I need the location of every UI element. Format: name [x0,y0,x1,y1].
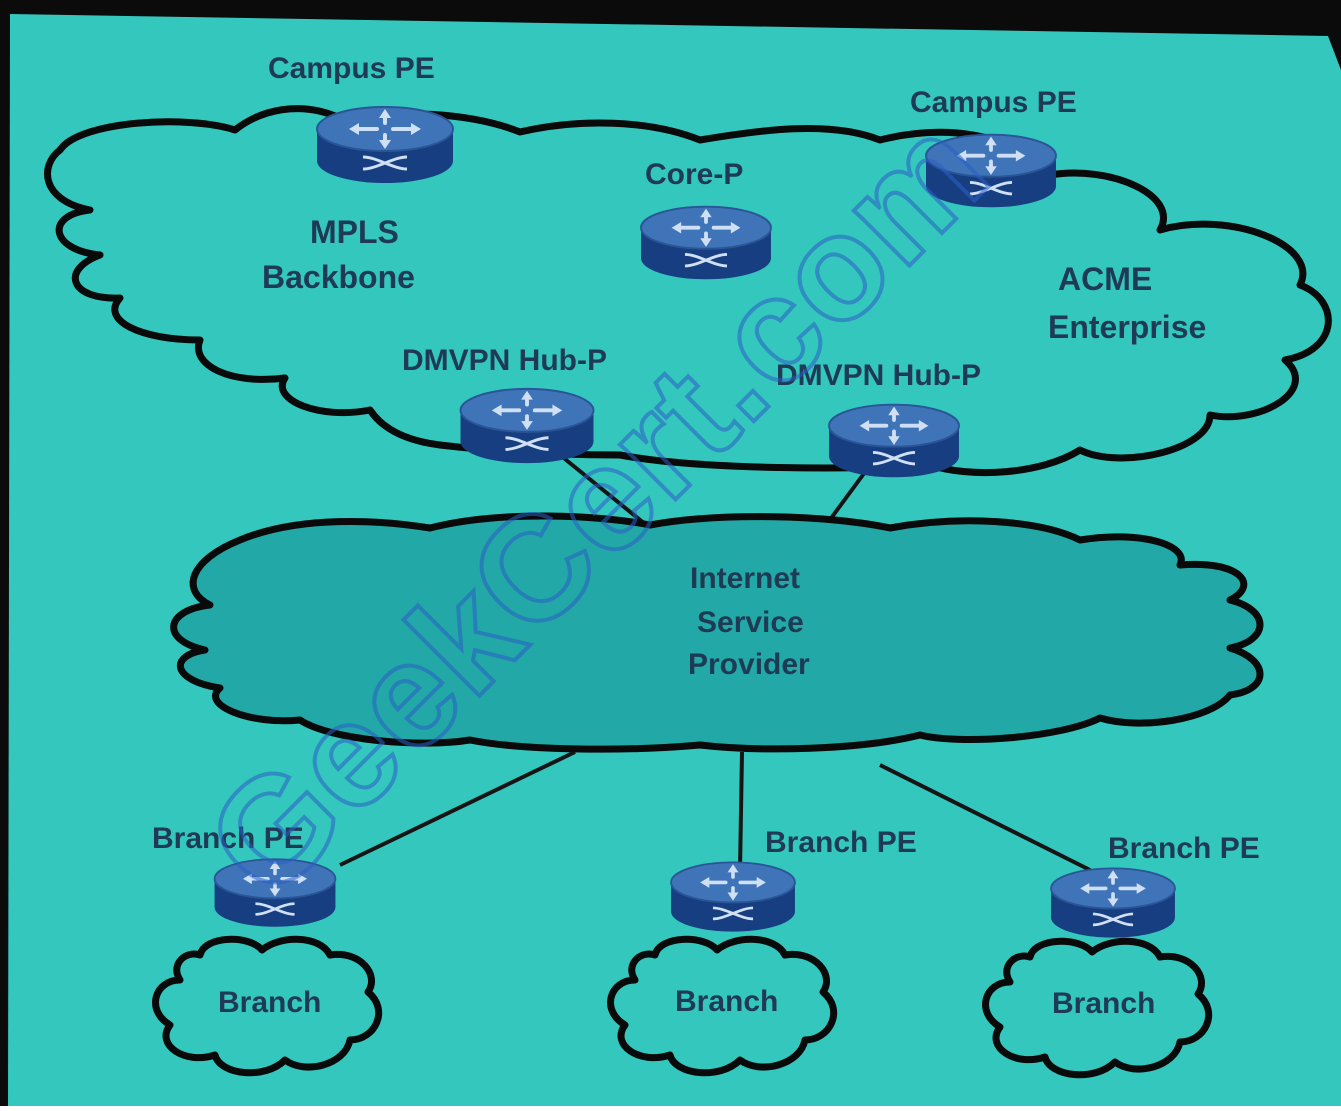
router-icon [669,860,797,934]
label-branch-middle: Branch [675,985,778,1018]
label-branch-pe-left: Branch PE [152,822,304,855]
router-icon [1049,866,1177,940]
label-acme-line2: Enterprise [1048,309,1206,345]
label-dmvpn-hub-left: DMVPN Hub-P [402,344,607,377]
label-isp-line2: Service [697,606,804,639]
isp-cloud [170,512,1264,753]
label-dmvpn-hub-right: DMVPN Hub-P [776,359,981,392]
label-branch-right: Branch [1052,987,1155,1020]
label-core-p: Core-P [645,158,743,191]
label-acme-line1: ACME [1058,261,1152,297]
branch-cloud-left [152,935,383,1077]
label-mpls-line1: MPLS [310,214,399,250]
link-hub-left-isp [558,453,652,530]
branch-cloud-middle [607,935,838,1077]
label-branch-pe-middle: Branch PE [765,826,917,859]
label-branch-left: Branch [218,986,321,1019]
link-isp-branch-left [339,750,576,867]
labels: Campus PE Campus PE Core-P MPLS Backbone… [152,52,1260,1020]
link-isp-branch-right [879,763,1091,872]
label-campus-pe-right: Campus PE [910,86,1077,119]
label-mpls-line2: Backbone [262,259,415,295]
label-campus-pe-left: Campus PE [268,52,435,85]
link-isp-branch-middle [738,751,744,871]
label-branch-pe-right: Branch PE [1108,832,1260,865]
router-icon [317,107,453,183]
label-isp-line3: Provider [688,648,810,681]
mpls-backbone-cloud [44,105,1332,477]
label-isp-line1: Internet [690,562,800,595]
branch-cloud-right [982,937,1213,1079]
router-icon [827,402,961,480]
